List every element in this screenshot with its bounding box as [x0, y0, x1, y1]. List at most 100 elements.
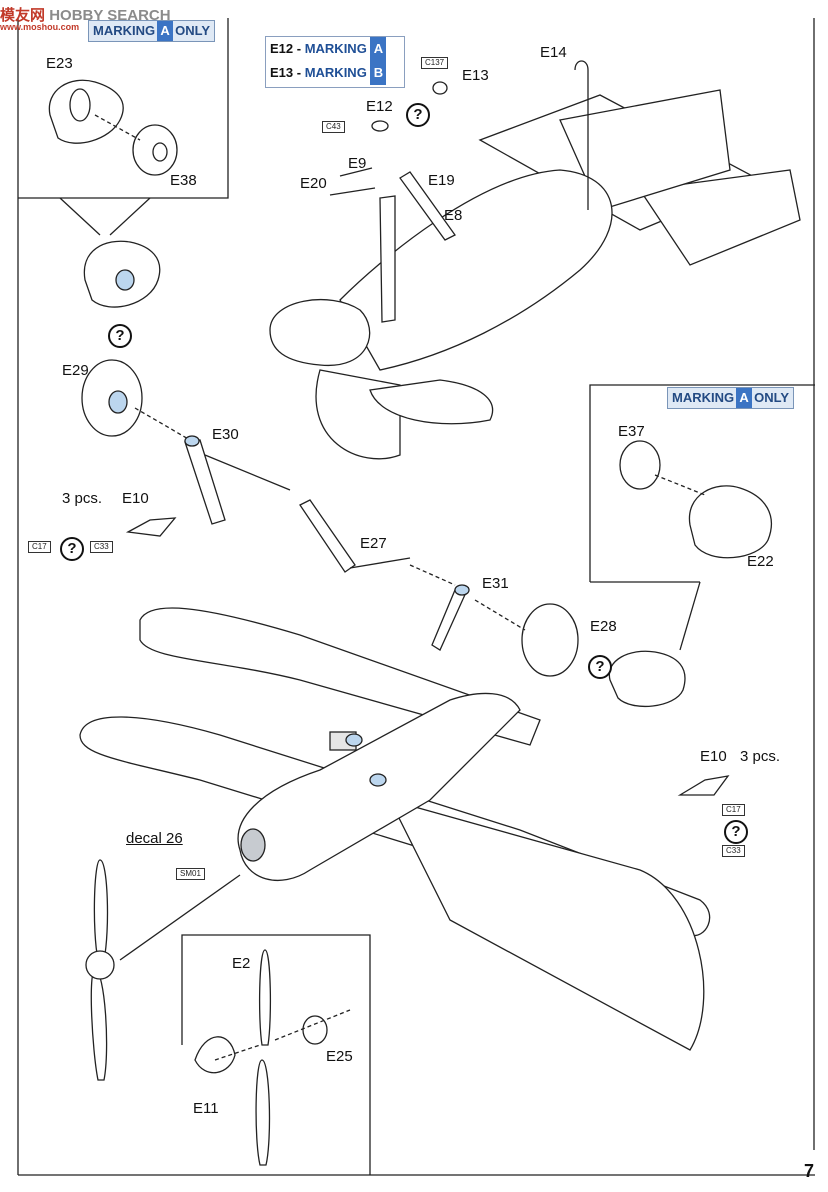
paint-code-c17-right: C17: [722, 804, 745, 816]
paint-code-c43: C43: [322, 121, 345, 133]
banner-suffix: ONLY: [754, 390, 790, 405]
gear-leg-e30: [184, 439, 226, 525]
legend-part: E12: [270, 41, 294, 56]
paint-code-c137: C137: [421, 57, 449, 69]
watermark-brand: 模友网: [0, 7, 46, 24]
label-e20: E20: [300, 175, 327, 192]
wheel-e29: [81, 359, 143, 437]
wheel-e28: [521, 603, 579, 677]
question-mark-icon: ?: [588, 655, 612, 679]
fuselage-rear-view: [269, 89, 801, 460]
page-number: 7: [803, 1161, 814, 1181]
detail-box-propeller: [181, 934, 371, 1175]
label-e28: E28: [590, 618, 617, 635]
legend-letter: B: [370, 61, 387, 85]
banner-prefix: MARKING: [672, 390, 735, 405]
detail-box-top-left: [18, 18, 229, 199]
wheel-hub-e38: [132, 124, 178, 176]
part-e10-right: [677, 775, 730, 796]
label-e10-left: E10: [122, 490, 149, 507]
qty-left: 3 pcs.: [62, 490, 103, 507]
question-mark-icon: ?: [60, 537, 84, 561]
label-e29: E29: [62, 362, 89, 379]
label-e27: E27: [360, 535, 387, 552]
banner-letter: A: [157, 21, 174, 41]
label-e38: E38: [170, 172, 197, 189]
decal-26-label: decal 26: [126, 830, 183, 847]
wheel-spat-e23: [48, 79, 124, 144]
wheel-spat-e22: [688, 485, 773, 559]
axle-rod: [204, 454, 291, 491]
label-e10-right: E10: [700, 748, 727, 765]
paint-code-c17-left: C17: [28, 541, 51, 553]
paint-code-sm01: SM01: [176, 868, 205, 880]
assembly-arrow: [94, 114, 141, 141]
label-e37: E37: [618, 423, 645, 440]
propeller-exploded: [194, 949, 328, 1166]
watermark-brand-latin: HOBBY SEARCH: [49, 7, 171, 24]
detail-box-right: [589, 384, 815, 582]
legend-sep: -: [293, 65, 305, 80]
assembly-arrow: [214, 1044, 261, 1061]
callout-line: [679, 581, 701, 651]
propeller-assembled: [85, 859, 115, 1081]
assembly-arrow: [119, 874, 241, 961]
label-e23: E23: [46, 55, 73, 72]
watermark: 模友网 HOBBY SEARCH www.moshou.com: [0, 4, 171, 32]
paint-code-c33-left: C33: [90, 541, 113, 553]
part-e14: [574, 60, 589, 210]
label-e14: E14: [540, 44, 567, 61]
axle-rod-e27: [349, 557, 411, 569]
part-e19-strut: [379, 195, 396, 323]
label-e19: E19: [428, 172, 455, 189]
label-e31: E31: [482, 575, 509, 592]
qty-right: 3 pcs.: [740, 748, 781, 765]
callout-line: [59, 197, 101, 236]
question-mark-icon: ?: [406, 103, 430, 127]
part-e10-left: [125, 517, 177, 537]
assembly-arrow: [474, 599, 526, 631]
wheel-hub-e37: [619, 440, 661, 490]
paint-code-c33-right: C33: [722, 845, 745, 857]
label-e2: E2: [232, 955, 251, 972]
marking-legend: E12 - MARKING A E13 - MARKING B: [265, 36, 405, 88]
wheel-spat-assembled: [83, 240, 161, 308]
legend-sep: -: [293, 41, 305, 56]
label-e22: E22: [747, 553, 774, 570]
label-e9: E9: [348, 155, 367, 172]
banner-suffix: ONLY: [175, 23, 211, 38]
gear-leg-e27: [299, 499, 356, 573]
question-mark-icon: ?: [108, 324, 132, 348]
legend-tag: MARKING: [304, 41, 367, 56]
legend-row-e12: E12 - MARKING A: [266, 37, 404, 61]
legend-row-e13: E13 - MARKING B: [266, 61, 404, 85]
legend-letter: A: [370, 37, 387, 61]
legend-tag: MARKING: [304, 65, 367, 80]
gear-leg-e31: [431, 587, 470, 651]
axle-e31: [454, 584, 470, 596]
callout-line: [109, 197, 151, 236]
label-e13: E13: [462, 67, 489, 84]
part-e12: [371, 120, 389, 132]
label-e25: E25: [326, 1048, 353, 1065]
label-e12: E12: [366, 98, 393, 115]
assembly-arrow: [654, 474, 706, 496]
question-mark-icon: ?: [724, 820, 748, 844]
label-e8: E8: [444, 207, 463, 224]
wheel-spat-assembled-right: [608, 650, 686, 708]
part-e8: [399, 171, 456, 241]
legend-part: E13: [270, 65, 294, 80]
banner-prefix: MARKING: [93, 23, 156, 38]
watermark-url: www.moshou.com: [0, 22, 80, 32]
assembly-arrow: [409, 564, 456, 586]
label-e11: E11: [193, 1100, 219, 1117]
aircraft-main-view: [79, 607, 711, 1051]
banner-letter: A: [736, 388, 753, 408]
part-e13: [432, 81, 448, 95]
label-e30: E30: [212, 426, 239, 443]
axle-e30: [184, 435, 200, 447]
part-e20: [329, 187, 376, 196]
